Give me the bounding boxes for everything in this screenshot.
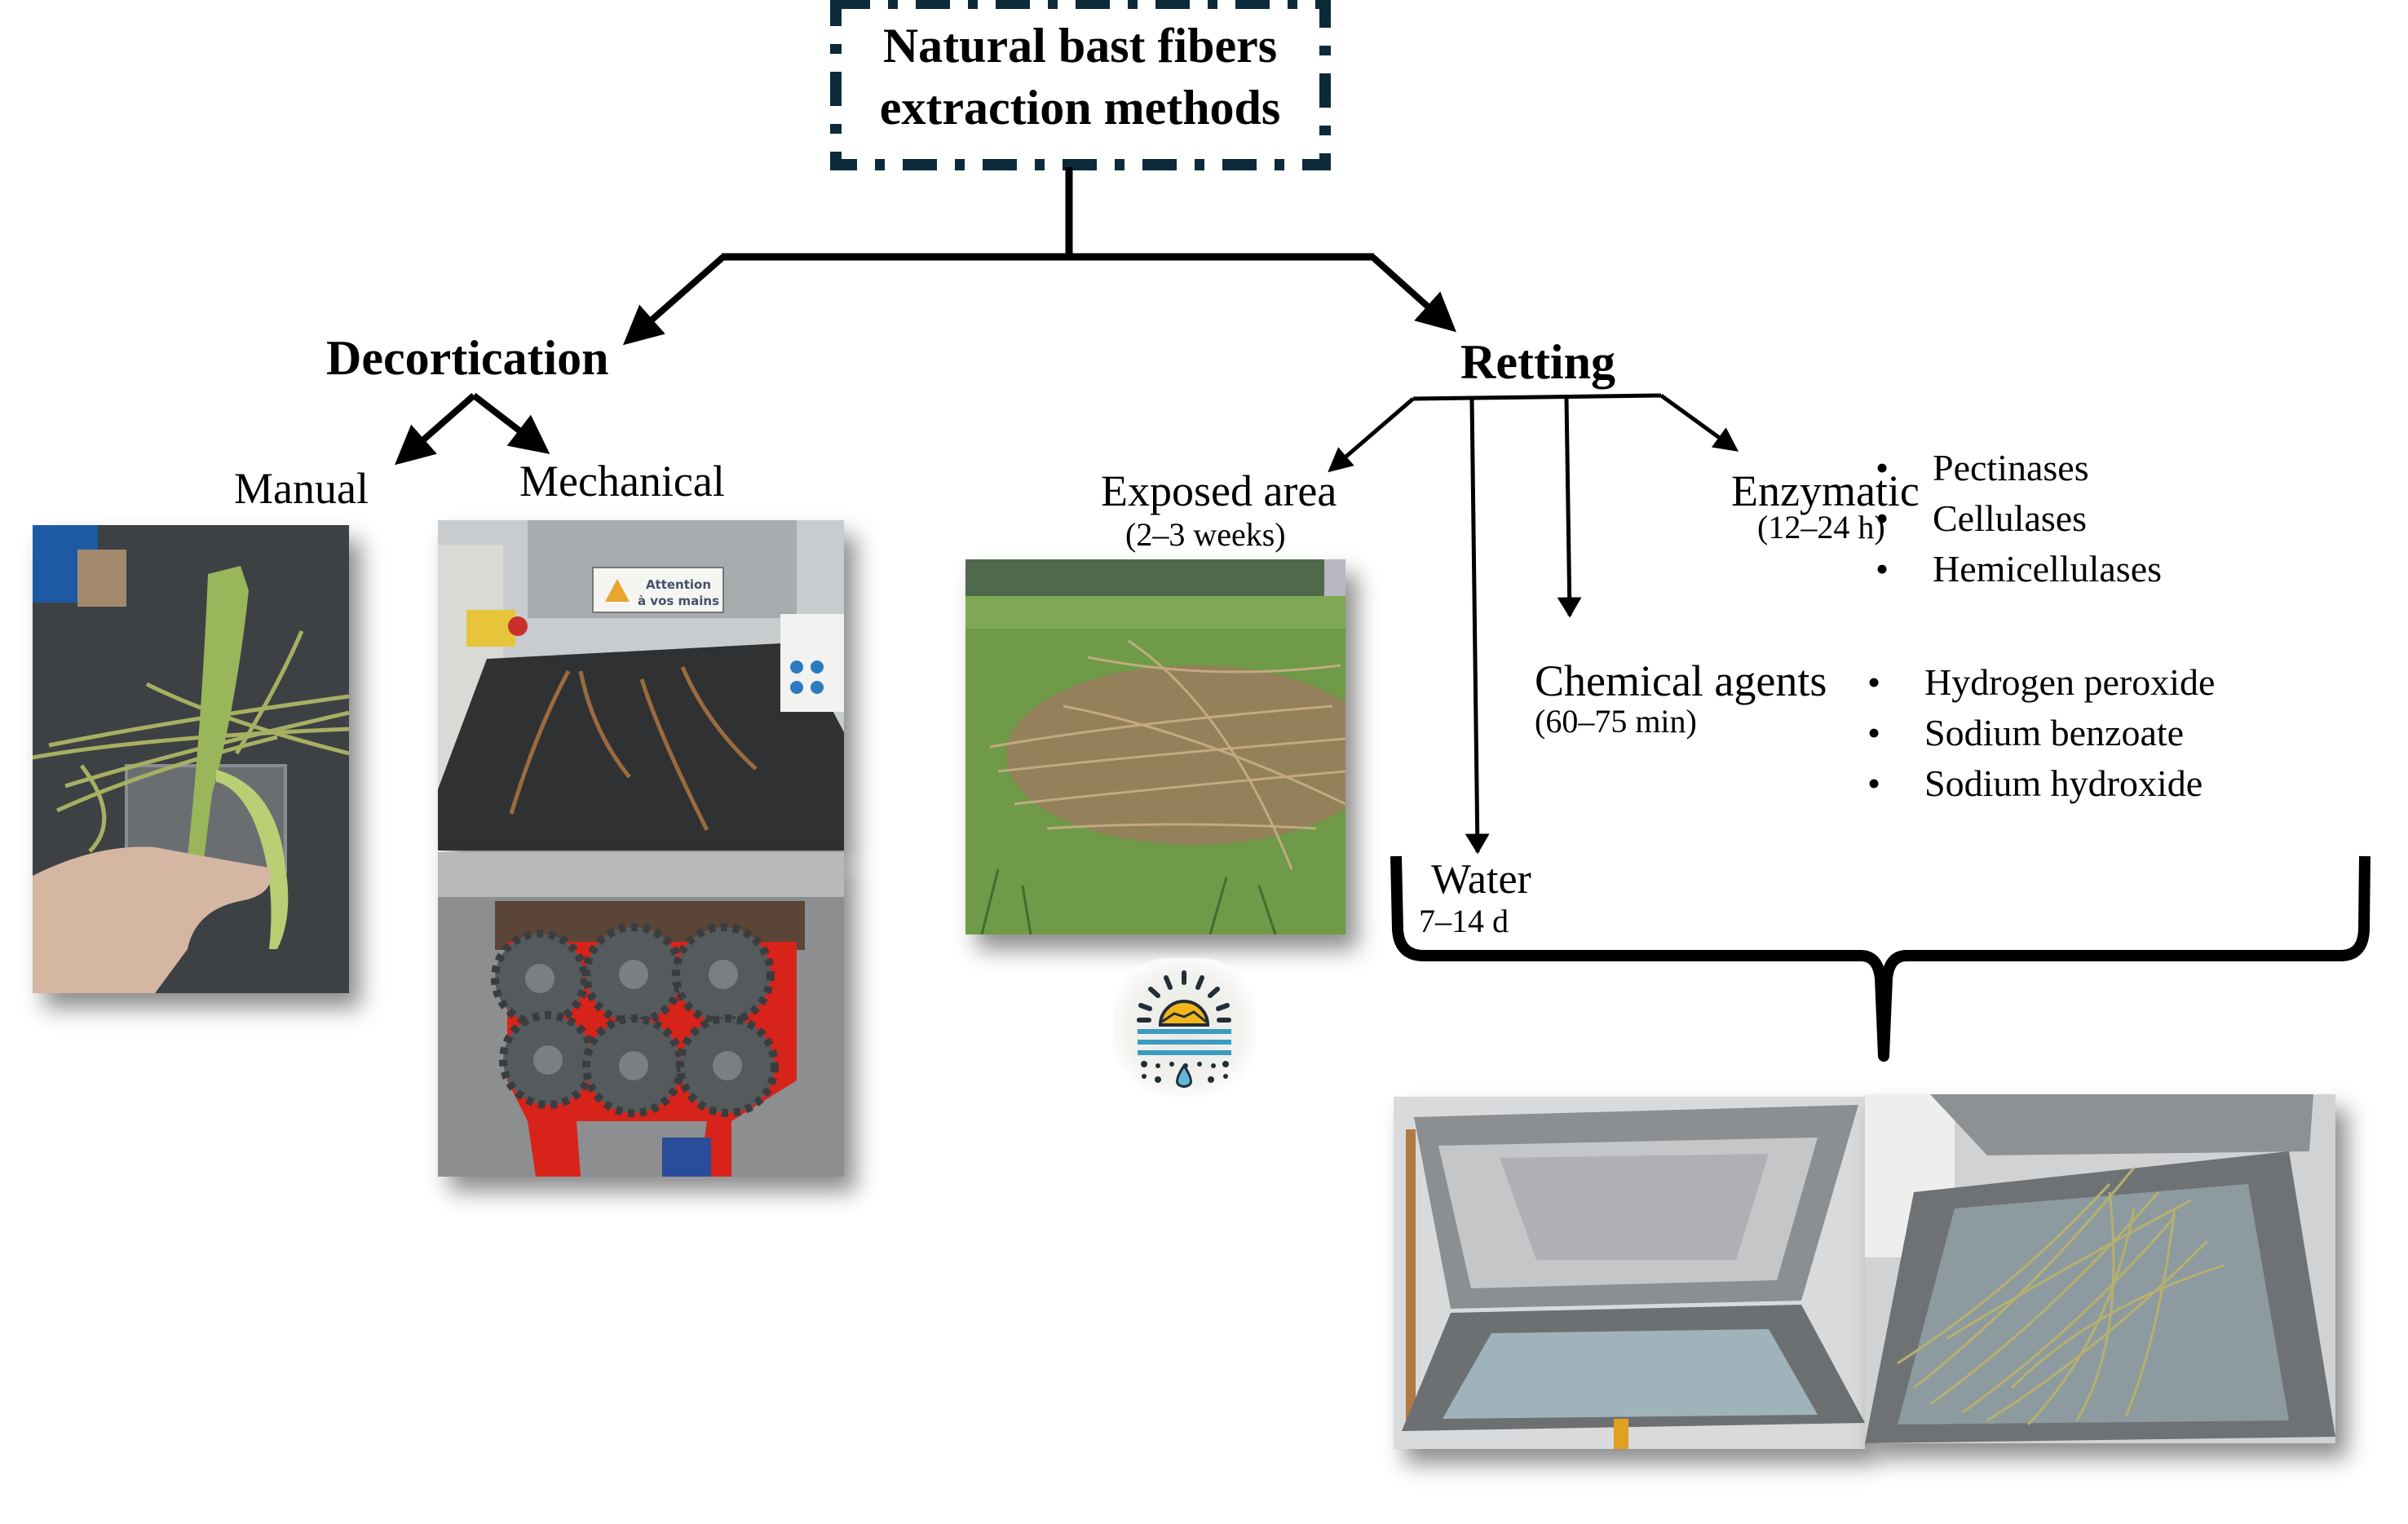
decortication-heading: Decortication xyxy=(326,331,609,385)
mechanical-gears-photo xyxy=(438,852,844,1177)
retting-heading: Retting xyxy=(1460,335,1615,389)
title-line-1: Natural bast fibers xyxy=(882,19,1278,73)
enzymatic-agent: Pectinases xyxy=(1876,443,2162,493)
sign-line-1: Attention xyxy=(646,577,711,592)
grouping-brace xyxy=(1390,855,2370,1062)
chemical-agents-duration: (60–75 min) xyxy=(1535,703,1697,740)
arrow-to-manual xyxy=(394,392,476,466)
chemical-agents-label: Chemical agents xyxy=(1535,656,1827,705)
arrow-to-decortication xyxy=(622,254,726,346)
arrow-to-exposed-area xyxy=(1328,397,1415,473)
sun-water-icon xyxy=(1137,970,1231,1088)
chemical-agent: Sodium hydroxide xyxy=(1867,758,2215,809)
enzymatic-agent-list: Pectinases Cellulases Hemicellulases xyxy=(1876,443,2162,594)
manual-label: Manual xyxy=(234,464,369,513)
chemical-agent: Sodium benzoate xyxy=(1867,708,2215,758)
chemical-agent-list: Hydrogen peroxide Sodium benzoate Sodium… xyxy=(1867,657,2215,809)
retting-branch-line xyxy=(1412,393,1662,401)
enzymatic-duration: (12–24 h) xyxy=(1757,509,1885,546)
mechanical-conveyor-photo: Attention à vos mains xyxy=(438,520,844,850)
water-label: Water xyxy=(1431,856,1531,903)
arrow-to-water xyxy=(1465,398,1490,855)
arrow-to-mechanical xyxy=(471,392,550,454)
enzymatic-agent: Cellulases xyxy=(1876,493,2162,544)
arrow-to-chemical xyxy=(1557,398,1582,618)
exposed-area-duration: (2–3 weeks) xyxy=(1125,516,1286,553)
water-tank-fibers-photo xyxy=(1865,1094,2335,1443)
arrow-to-retting xyxy=(1370,254,1456,333)
water-tank-empty-photo xyxy=(1394,1097,1865,1449)
sign-line-2: à vos mains xyxy=(638,594,719,608)
mechanical-label: Mechanical xyxy=(519,457,725,506)
exposed-area-label: Exposed area xyxy=(1101,466,1337,515)
title-line-2: extraction methods xyxy=(879,81,1281,135)
arrow-to-enzymatic xyxy=(1659,393,1739,452)
water-duration: 7–14 d xyxy=(1419,903,1509,939)
diagram-title: Natural bast fibers extraction methods xyxy=(833,15,1327,139)
manual-decortication-photo xyxy=(33,525,349,993)
chemical-agent: Hydrogen peroxide xyxy=(1867,657,2215,708)
enzymatic-agent: Hemicellulases xyxy=(1876,544,2162,594)
exposed-area-photo xyxy=(965,559,1345,934)
